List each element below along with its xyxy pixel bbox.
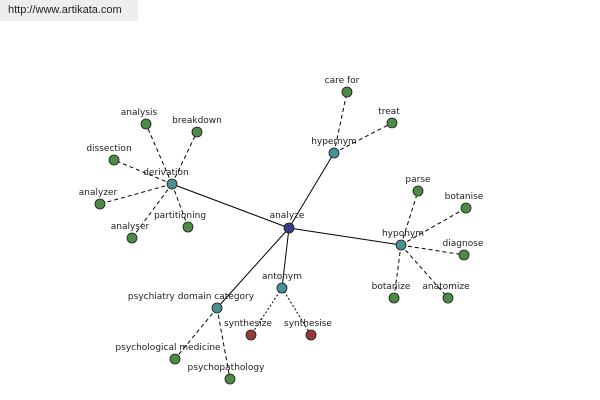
node-partitioning[interactable] [182, 221, 194, 233]
node-label-parse: parse [405, 175, 431, 185]
node-label-analysis: analysis [121, 108, 158, 118]
edge-hyponym-diagnose [400, 244, 465, 256]
edge-analyze-hyponym [288, 227, 402, 246]
node-diagnose[interactable] [458, 249, 470, 261]
node-hyponym[interactable] [395, 239, 407, 251]
labels-layer: analyze derivation hypernym hyponym antonym p… [79, 76, 484, 373]
edge-hyponym-anatomize [400, 244, 449, 299]
edge-derivation-partitioning [171, 183, 189, 228]
node-label-derivation: derivation [143, 168, 189, 178]
edge-analyze-psychiatry [216, 227, 290, 309]
node-parse[interactable] [412, 185, 424, 197]
node-label-antonym: antonym [262, 272, 302, 282]
node-treat[interactable] [386, 117, 398, 129]
node-label-synthesise: synthesise [284, 319, 332, 329]
node-label-synthesize: synthesize [224, 319, 272, 329]
node-label-botanize: botanize [372, 282, 411, 292]
edge-analyze-hypernym [288, 152, 335, 229]
edge-derivation-analyser [131, 183, 173, 239]
edge-psychiatry-psychopath [216, 307, 231, 380]
node-label-treat: treat [378, 107, 400, 117]
node-analyzer[interactable] [94, 198, 106, 210]
node-label-diagnose: diagnose [443, 239, 484, 249]
node-label-dissection: dissection [86, 144, 131, 154]
node-botanize[interactable] [388, 292, 400, 304]
url-banner: http://www.artikata.com [0, 0, 138, 21]
node-label-analyzer: analyzer [79, 188, 118, 198]
node-botanise[interactable] [460, 202, 472, 214]
node-dissection[interactable] [108, 154, 120, 166]
edge-hypernym-treat [333, 122, 393, 154]
edge-derivation-breakdown [171, 131, 198, 185]
node-breakdown[interactable] [191, 126, 203, 138]
node-label-hypernym: hypernym [311, 137, 357, 147]
node-label-carefor: care for [325, 76, 360, 86]
node-label-anatomize: anatomize [422, 282, 470, 292]
node-label-breakdown: breakdown [172, 116, 222, 126]
node-anatomize[interactable] [442, 292, 454, 304]
node-label-psychopath: psychopathology [188, 363, 266, 373]
edge-derivation-dissection [113, 159, 173, 185]
node-antonym[interactable] [276, 282, 288, 294]
node-label-psychmed: psychological medicine [115, 343, 221, 353]
url-link[interactable]: http://www.artikata.com [8, 4, 122, 16]
edge-analyze-antonym [281, 227, 290, 289]
node-synthesize[interactable] [245, 329, 257, 341]
edge-hypernym-carefor [333, 91, 348, 154]
edge-derivation-analyzer [99, 183, 173, 205]
edge-hyponym-botanise [400, 207, 467, 246]
node-label-partitioning: partitioning [154, 211, 206, 221]
node-analyser[interactable] [126, 232, 138, 244]
node-label-botanise: botanise [445, 192, 484, 202]
edge-hyponym-botanize [393, 244, 402, 299]
node-analyze[interactable] [283, 222, 295, 234]
node-analysis[interactable] [140, 118, 152, 130]
node-hypernym[interactable] [328, 147, 340, 159]
edge-hyponym-parse [400, 190, 419, 246]
node-psychopath[interactable] [224, 373, 236, 385]
node-synthesise[interactable] [305, 329, 317, 341]
edge-antonym-synthesize [250, 287, 283, 336]
edges-layer [99, 91, 467, 380]
node-psychiatry[interactable] [211, 302, 223, 314]
node-label-psychiatry: psychiatry domain category [128, 292, 255, 302]
node-label-analyser: analyser [111, 222, 150, 232]
edge-antonym-synthesise [281, 287, 312, 336]
nodes-layer [94, 86, 472, 385]
node-psychmed[interactable] [169, 353, 181, 365]
node-label-analyze: analyze [270, 211, 305, 221]
edge-analyze-derivation [171, 183, 290, 229]
edge-derivation-analysis [145, 123, 173, 185]
node-carefor[interactable] [341, 86, 353, 98]
node-derivation[interactable] [166, 178, 178, 190]
node-label-hyponym: hyponym [382, 229, 424, 239]
